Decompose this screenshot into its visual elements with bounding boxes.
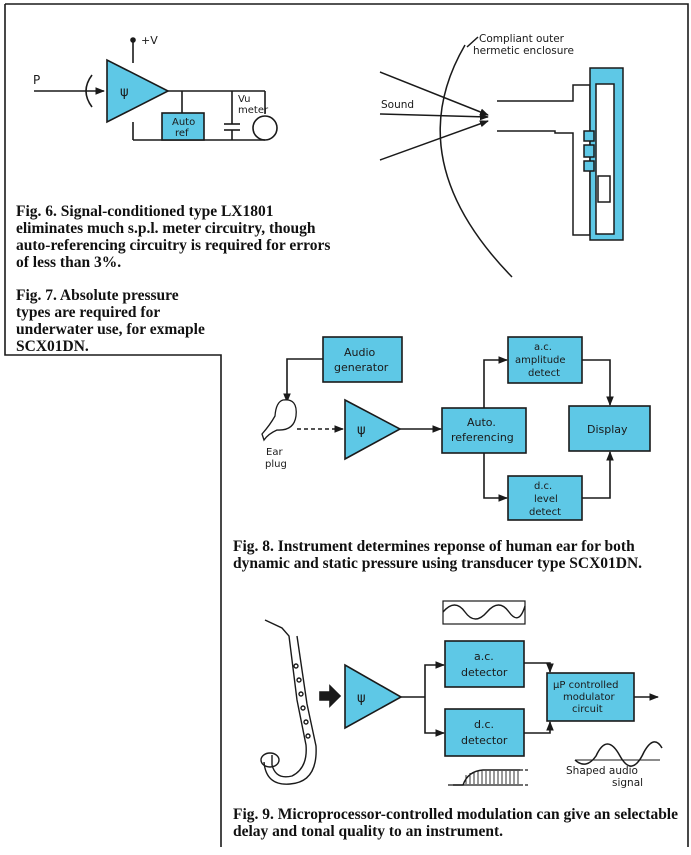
fig6-input-label: P — [33, 73, 40, 87]
frame-border — [4, 3, 689, 847]
fig8-dc-line2: level — [534, 494, 558, 505]
fig9-dc-hatching — [465, 771, 519, 784]
fig9-up-line2: modulator — [563, 692, 615, 703]
fig9-ac-waveform-box — [442, 600, 526, 625]
fig8-schematic — [261, 336, 651, 521]
fig9-up-line3: circuit — [572, 704, 603, 715]
fig8-dc-line3: detect — [529, 507, 561, 518]
fig8-ac-line3: detect — [528, 368, 560, 379]
fig8-display-box — [568, 405, 651, 452]
fig8-ac-box — [507, 336, 583, 384]
fig9-shaped-line1: Shaped audio — [566, 765, 638, 777]
fig7-transducer — [379, 36, 624, 278]
fig6-autoref-line2: ref — [175, 128, 189, 139]
fig6-caption: Fig. 6. Signal-conditioned type LX1801 e… — [16, 203, 331, 271]
fig9-saxophone-icon — [260, 619, 317, 785]
fig8-caption: Fig. 8. Instrument determines reponse of… — [233, 538, 643, 572]
fig9-up-line1: μP controlled — [553, 680, 619, 691]
fig7-sound-label: Sound — [381, 99, 414, 111]
fig9-dc-box — [444, 708, 525, 757]
fig6-vu-line1: Vu — [238, 94, 251, 105]
fig6-amp-symbol: ψ — [120, 85, 129, 100]
fig9-ac-line1: a.c. — [474, 650, 494, 663]
fig7-caption: Fig. 7. Absolute pressure types are requ… — [16, 287, 205, 355]
fig7-enclosure-line2: hermetic enclosure — [473, 45, 574, 57]
fig6-autoref-box — [161, 112, 205, 141]
fig6-autoref-line1: Auto — [172, 117, 195, 128]
fig8-earplug-line1: Ear — [266, 447, 283, 458]
fig8-display-label: Display — [587, 423, 628, 436]
fig8-amplifier — [344, 398, 402, 461]
fig6-amplifier — [106, 58, 170, 124]
fig9-input-arrow — [319, 684, 342, 708]
fig9-schematic — [319, 600, 663, 786]
fig9-dc-line2: detector — [461, 734, 508, 747]
fig8-audio-generator-box — [322, 336, 403, 383]
fig6-supply-label: +V — [141, 34, 158, 47]
fig8-dc-line1: d.c. — [534, 481, 552, 492]
fig8-ac-line2: amplitude — [515, 355, 566, 366]
fig9-ac-box — [444, 640, 525, 688]
fig7-enclosure-arc — [439, 44, 513, 278]
fig8-amp-symbol: ψ — [357, 423, 366, 438]
fig7-enclosure-line1: Compliant outer — [479, 33, 565, 45]
fig8-autoref-box — [441, 407, 527, 454]
fig8-earplug-icon — [261, 399, 297, 442]
fig8-auto-line1: Auto. — [467, 416, 496, 429]
fig8-auto-line2: referencing — [451, 431, 514, 444]
fig9-shaped-waveform — [574, 741, 663, 767]
fig9-up-box — [546, 672, 635, 722]
fig8-earplug-line2: plug — [265, 459, 287, 470]
fig9-amp-symbol: ψ — [357, 691, 366, 706]
fig9-amplifier — [344, 663, 403, 730]
fig9-shaped-line2: signal — [612, 777, 643, 789]
fig8-audio-gen-line1: Audio — [344, 346, 376, 359]
fig9-dc-line1: d.c. — [474, 718, 494, 731]
fig6-vu-line2: meter — [238, 105, 269, 116]
fig8-ac-line1: a.c. — [534, 342, 552, 353]
fig6-schematic — [34, 37, 278, 141]
fig9-ac-waveform — [442, 604, 526, 620]
fig6-vu-meter — [252, 115, 278, 141]
fig8-audio-gen-line2: generator — [334, 361, 389, 374]
fig9-caption: Fig. 9. Microprocessor-controlled modula… — [233, 806, 678, 840]
fig9-ac-line2: detector — [461, 666, 508, 679]
